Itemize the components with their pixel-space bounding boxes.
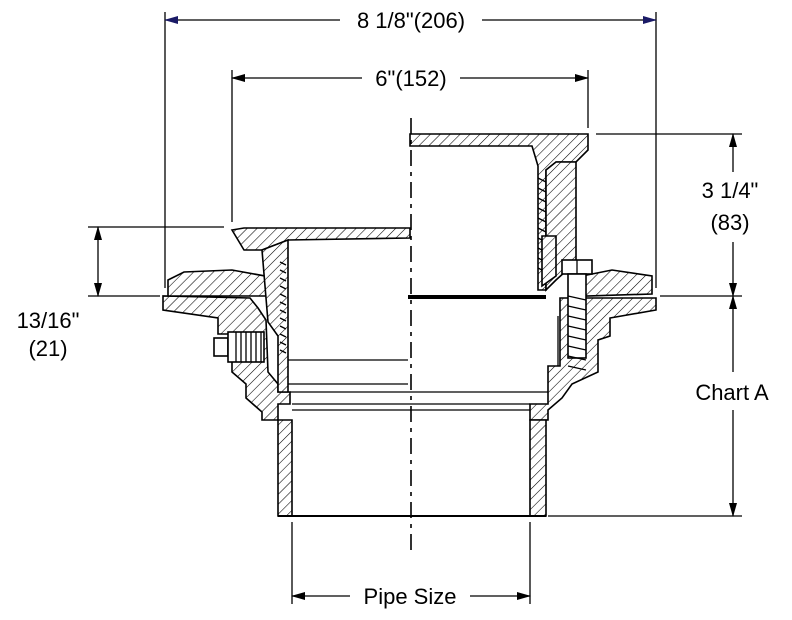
adjustable-strainer — [409, 133, 589, 292]
pipe-size-label: Pipe Size — [364, 584, 457, 609]
body-right-flange — [529, 297, 657, 421]
drain-body — [162, 295, 657, 517]
flange-height-label-1: 13/16" — [17, 308, 80, 333]
outlet-left-wall — [277, 419, 293, 517]
lower-strainer — [230, 227, 411, 393]
extension-lines — [88, 12, 742, 604]
lower-strainer-wall — [261, 238, 289, 393]
flange-height-label-2: (21) — [28, 336, 67, 361]
body-height-label: Chart A — [695, 380, 769, 405]
side-plug — [213, 331, 265, 363]
overall-width-label: 8 1/8"(206) — [357, 8, 465, 33]
dimension-lines — [94, 16, 737, 600]
adjust-height-label-1: 3 1/4" — [702, 178, 759, 203]
lower-strainer-flange — [230, 227, 411, 251]
clamping-collar — [167, 269, 653, 299]
adjust-height-label-2: (83) — [710, 210, 749, 235]
outlet-right-wall — [529, 419, 547, 517]
grate-width-label: 6"(152) — [375, 66, 446, 91]
clamp-bolt — [561, 259, 593, 371]
